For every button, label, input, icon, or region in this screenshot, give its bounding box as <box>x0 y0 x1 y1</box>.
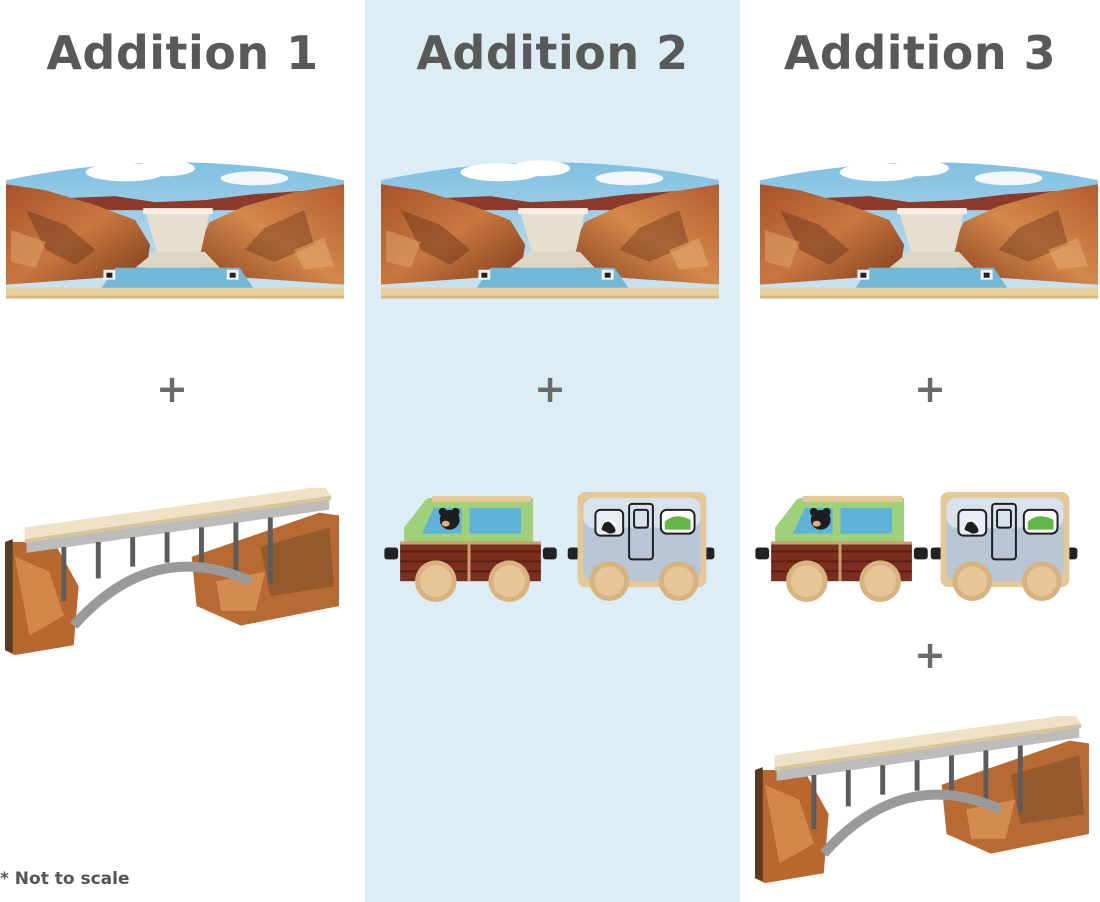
bear-wagon-car-image <box>383 490 559 604</box>
arch-bridge-image <box>754 716 1090 888</box>
plus-sign: + <box>534 367 566 411</box>
addition-3-title: Addition 3 <box>783 26 1057 80</box>
addition-1-title: Addition 1 <box>46 26 319 80</box>
footnote: * Not to scale <box>0 869 130 889</box>
addition-2-title: Addition 2 <box>416 26 689 80</box>
addition-3-column: Addition 3 + + <box>740 0 1100 902</box>
arch-bridge-image <box>4 488 340 660</box>
skunk-trailer-car-image <box>930 490 1080 604</box>
canyon-dam-backdrop-image <box>760 150 1098 300</box>
plus-sign: + <box>914 367 946 411</box>
skunk-trailer-car-image <box>567 490 717 604</box>
addition-1-column: Addition 1 + * Not to scale <box>0 0 365 902</box>
plus-sign-second: + <box>914 633 946 677</box>
bear-wagon-car-image <box>754 490 930 604</box>
canyon-dam-backdrop-image <box>6 150 344 300</box>
canyon-dam-backdrop-image <box>381 150 719 300</box>
plus-sign: + <box>156 367 188 411</box>
addition-2-column: Addition 2 + <box>365 0 740 902</box>
